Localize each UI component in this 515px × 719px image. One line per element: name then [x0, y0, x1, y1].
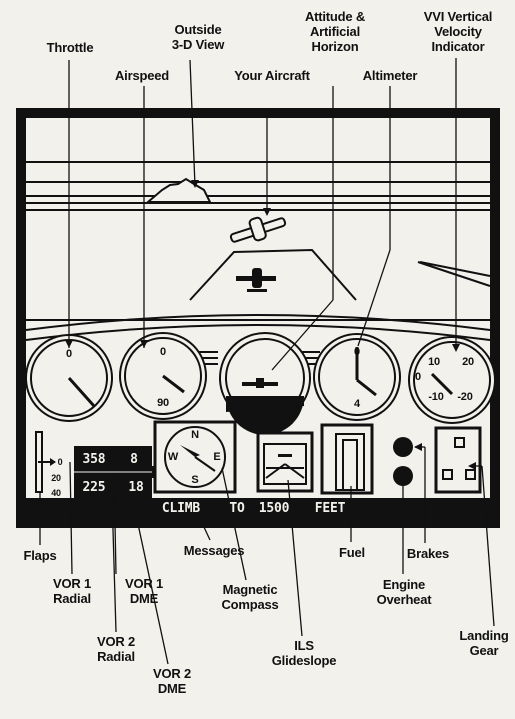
vvi-20-mark: 20: [462, 356, 474, 368]
label-vor1-dme: VOR 1 DME: [118, 576, 170, 606]
label-line: DME: [157, 681, 187, 696]
throttle-zero-mark: 0: [66, 348, 72, 360]
label-fuel: Fuel: [339, 545, 365, 560]
altimeter-zero-mark: 0: [354, 346, 360, 358]
altimeter-four-mark: 4: [354, 398, 360, 410]
label-line: Outside: [174, 22, 222, 37]
label-line: VVI Vertical: [423, 9, 493, 24]
label-line: Engine: [382, 577, 426, 592]
label-line: Glideslope: [271, 653, 337, 668]
flaps-0-mark: 0: [57, 457, 63, 467]
runway-outline: [189, 248, 357, 301]
altimeter-dial: [313, 333, 401, 421]
compass-w: W: [167, 451, 179, 463]
vor2-radial-readout: 225: [82, 480, 106, 495]
label-line: Radial: [97, 649, 135, 664]
vvi-minus10-mark: -10: [428, 391, 444, 403]
attitude-dial: [219, 332, 311, 435]
airspeed-ninety-mark: 90: [157, 397, 169, 409]
label-vor1-radial: VOR 1 Radial: [44, 576, 100, 606]
label-magnetic-compass: Magnetic Compass: [212, 582, 288, 612]
label-line: Velocity: [434, 24, 482, 39]
label-vvi: VVI Vertical Velocity Indicator: [408, 9, 508, 54]
your-aircraft-shape: [229, 216, 287, 243]
label-line: Artificial: [309, 24, 360, 39]
label-line: VOR 1: [52, 576, 91, 591]
vvi-minus20-mark: -20: [457, 391, 473, 403]
label-attitude: Attitude & Artificial Horizon: [292, 9, 378, 54]
vvi-dial: [408, 336, 496, 424]
label-flaps: Flaps: [23, 548, 57, 563]
horizon-lines: [26, 161, 490, 211]
label-line: Compass: [221, 597, 279, 612]
message-bar: CLIMB TO 1500 FEET: [150, 498, 400, 520]
label-line: Overheat: [376, 592, 432, 607]
label-line: 3-D View: [171, 37, 225, 52]
distant-aircraft: [236, 268, 276, 292]
label-line: Magnetic: [222, 582, 278, 597]
compass-s: S: [191, 474, 199, 486]
label-line: Landing: [459, 628, 509, 643]
flaps-20-mark: 20: [51, 473, 61, 483]
label-line: Radial: [53, 591, 91, 606]
label-throttle: Throttle: [46, 40, 94, 55]
message-word: 1500: [258, 501, 290, 516]
label-line: VOR 2: [152, 666, 191, 681]
compass-n: N: [191, 429, 199, 441]
label-line: Horizon: [311, 39, 359, 54]
engine-overheat-lamp: [393, 466, 413, 486]
label-vor2-dme: VOR 2 DME: [144, 666, 200, 696]
label-line: VOR 2: [96, 634, 135, 649]
label-vor2-radial: VOR 2 Radial: [88, 634, 144, 664]
vvi-10-mark: 10: [428, 356, 440, 368]
message-word: FEET: [314, 501, 346, 516]
leader-lines: [39, 58, 495, 665]
label-airspeed: Airspeed: [114, 68, 170, 83]
label-line: ILS: [294, 638, 314, 653]
vor1-radial-readout: 358: [82, 452, 106, 467]
compass-e: E: [213, 451, 221, 463]
label-outside-view: Outside 3-D View: [158, 22, 238, 52]
label-line: Attitude &: [304, 9, 366, 24]
message-word: CLIMB: [161, 501, 201, 516]
label-messages: Messages: [183, 543, 245, 558]
airspeed-zero-mark: 0: [160, 346, 166, 358]
label-altimeter: Altimeter: [362, 68, 418, 83]
label-engine-overheat: Engine Overheat: [366, 577, 442, 607]
label-your-aircraft: Your Aircraft: [234, 68, 310, 83]
flaps-40-mark: 40: [51, 488, 61, 498]
label-landing-gear: Landing Gear: [456, 628, 512, 658]
label-brakes: Brakes: [406, 546, 450, 561]
label-line: Indicator: [431, 39, 485, 54]
throttle-dial: [25, 334, 113, 422]
vor2-dme-readout: 18: [128, 480, 144, 495]
label-ils-glideslope: ILS Glideslope: [266, 638, 342, 668]
brakes-lamp: [393, 437, 413, 457]
message-word: TO: [229, 501, 245, 516]
label-line: DME: [129, 591, 159, 606]
vor1-dme-readout: 8: [130, 452, 138, 467]
label-line: Gear: [469, 643, 499, 658]
label-line: VOR 1: [124, 576, 163, 591]
airspeed-dial: [119, 332, 207, 420]
vvi-0-mark: 0: [415, 371, 421, 383]
